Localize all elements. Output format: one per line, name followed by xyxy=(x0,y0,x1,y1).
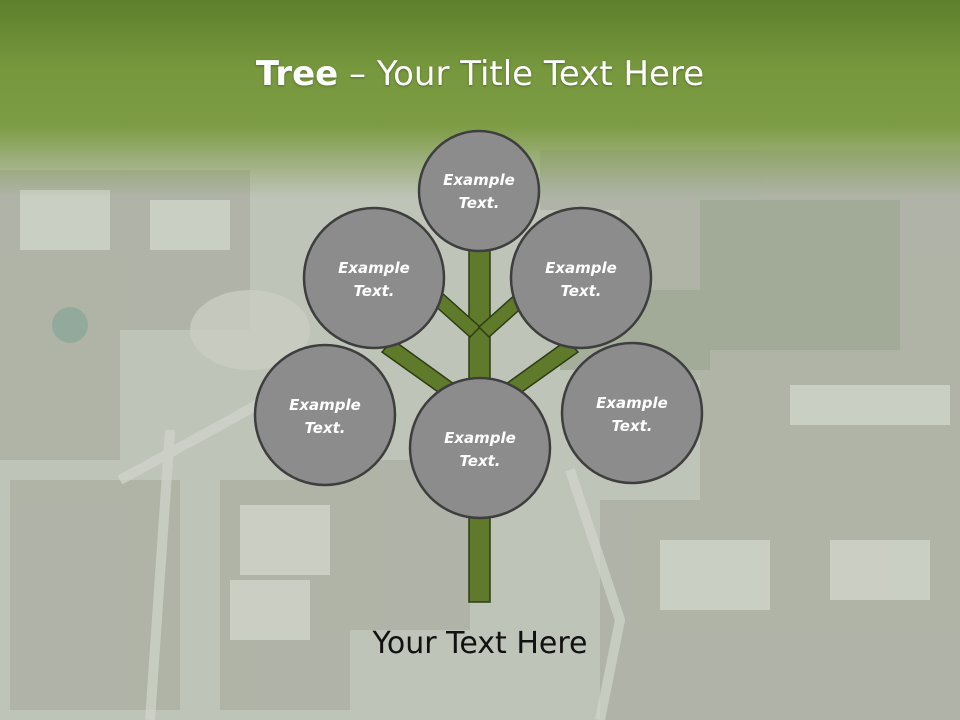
tree-node: Example Text. xyxy=(509,206,653,350)
node-label-line2: Text. xyxy=(353,282,394,300)
tree-node: Example Text. xyxy=(253,343,397,487)
node-label-line1: Example xyxy=(338,259,410,277)
tree-node: Example Text. xyxy=(417,129,541,253)
node-label-line2: Text. xyxy=(560,282,601,300)
title-separator: – xyxy=(338,54,377,94)
node-circle xyxy=(408,376,552,520)
tree-node: Example Text. xyxy=(408,376,552,520)
node-label-line1: Example xyxy=(444,429,516,447)
node-circle xyxy=(253,343,397,487)
node-label-line2: Text. xyxy=(304,419,345,437)
node-label-line2: Text. xyxy=(458,194,499,212)
node-circle xyxy=(509,206,653,350)
node-label-line2: Text. xyxy=(459,452,500,470)
node-label-line1: Example xyxy=(289,396,361,414)
title-bold: Tree xyxy=(255,54,339,94)
tree-node: Example Text. xyxy=(560,341,704,485)
node-label-line1: Example xyxy=(596,394,668,412)
node-circle xyxy=(560,341,704,485)
node-label-line2: Text. xyxy=(611,417,652,435)
title-rest: Your Title Text Here xyxy=(376,54,705,94)
node-circle xyxy=(302,206,446,350)
tree-node: Example Text. xyxy=(302,206,446,350)
node-circle xyxy=(417,129,541,253)
node-label-line1: Example xyxy=(545,259,617,277)
node-label-line1: Example xyxy=(443,171,515,189)
footer-text: Your Text Here xyxy=(372,626,588,661)
slide-title: Tree – Your Title Text Here xyxy=(0,52,960,96)
